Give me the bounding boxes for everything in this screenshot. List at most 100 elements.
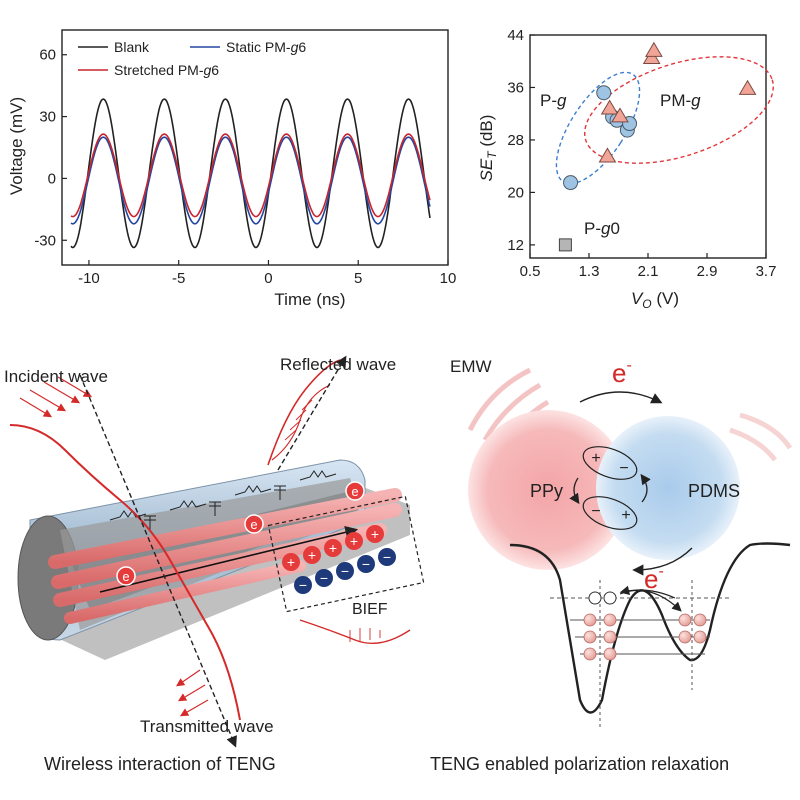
scatter-ylabel: SET (dB) — [477, 115, 499, 182]
dipole-bottom-plus: + — [621, 507, 630, 524]
point-triangle — [738, 79, 757, 95]
dipole-bottom: − + — [582, 496, 638, 530]
pmg-cluster-ellipse — [584, 56, 774, 164]
legend-label-blank: Blank — [114, 39, 150, 55]
potential-well-curve — [509, 542, 791, 714]
hopping-return-arrow — [619, 585, 676, 599]
legend-label-static: Static PM-g6 — [226, 39, 306, 55]
transmitted-wave-label: Transmitted wave — [140, 717, 274, 736]
annotation-pg0: P-g0 — [584, 219, 620, 238]
plus-bead: + — [329, 540, 337, 556]
y-tick-label: 30 — [39, 109, 56, 126]
x-tick-label: 0 — [264, 270, 272, 287]
annotation-pmg: PM-g — [660, 91, 701, 110]
incident-wave — [9, 374, 241, 748]
electron-top: e- — [612, 357, 632, 388]
emw-label: EMW — [450, 357, 492, 376]
minus-bead: − — [362, 556, 370, 572]
y-tick-label: 0 — [48, 170, 56, 187]
point-triangle — [645, 41, 663, 57]
y-tick-label: 20 — [507, 184, 524, 201]
ppy-sphere — [468, 410, 628, 570]
line-chart-xlabel: Time (ns) — [274, 290, 345, 309]
point-square — [558, 238, 572, 252]
x-tick-label: 3.7 — [756, 263, 777, 280]
series-line-static — [70, 136, 431, 225]
series-line-stretched — [70, 133, 431, 218]
x-tick-label: 10 — [440, 270, 457, 287]
point-circle — [596, 85, 612, 101]
point-circle — [563, 175, 579, 191]
x-tick-label: -10 — [78, 270, 100, 287]
electron-transfer-top-arrow — [579, 391, 663, 404]
scatter-frame — [529, 34, 767, 259]
y-tick-label: 44 — [507, 27, 524, 44]
scatter-points — [558, 41, 757, 252]
scatter-ellipses — [555, 56, 774, 185]
plus-bead: + — [308, 547, 316, 563]
ppy-label: PPy — [530, 481, 563, 501]
equivalent-circuit — [109, 470, 337, 530]
reflected-direction-arrow — [277, 355, 347, 471]
y-tick-label: 28 — [507, 132, 524, 149]
point-triangle — [611, 107, 629, 123]
electron-flow-arrow — [99, 526, 359, 593]
x-tick-label: 5 — [354, 270, 362, 287]
left-caption: Wireless interaction of TENG — [44, 754, 276, 774]
electron-label-1: e — [122, 569, 129, 584]
dipole-top-plus: + — [591, 450, 600, 467]
y-tick-label: 12 — [507, 237, 524, 254]
minus-bead: − — [320, 570, 328, 586]
dipole-top-minus: − — [619, 460, 628, 477]
y-tick-label: 60 — [39, 47, 56, 64]
electron-bottom: e- — [644, 563, 664, 594]
pdms-label: PDMS — [688, 481, 740, 501]
minus-bead: − — [341, 563, 349, 579]
y-tick-label: 36 — [507, 79, 524, 96]
wireless-interaction-diagram: e e e + + + + + − − − − − BIEF — [4, 355, 425, 774]
x-tick-label: 1.3 — [579, 263, 600, 280]
energy-level-beads — [583, 591, 707, 661]
line-chart-axes — [61, 29, 449, 266]
dipole-bottom-minus: − — [591, 503, 600, 520]
dipole-top: + − — [582, 446, 638, 480]
polarization-relaxation-diagram: EMW PPy PDMS + − − + e- e- — [430, 357, 793, 774]
dipole-rotation-arrows — [569, 473, 651, 505]
reflected-wave-label: Reflected wave — [280, 355, 396, 374]
line-chart-ticks: -10 -5 0 5 10 -30 0 30 60 — [34, 47, 456, 287]
point-triangle — [600, 99, 619, 115]
y-tick-label: -30 — [34, 232, 56, 249]
line-chart-frame — [61, 29, 449, 266]
x-tick-label: 2.1 — [638, 263, 659, 280]
x-tick-label: 0.5 — [520, 263, 541, 280]
minus-bead: − — [299, 577, 307, 593]
fiber-tube: e e e + + + + + − − − − − BIEF — [17, 459, 425, 660]
series-line-blank — [70, 98, 431, 249]
scatter-xlabel: VO (V) — [631, 289, 679, 311]
x-tick-label: -5 — [172, 270, 185, 287]
energy-levels — [550, 580, 730, 730]
reflected-wave — [267, 355, 347, 471]
right-caption: TENG enabled polarization relaxation — [430, 754, 729, 774]
electron-markers: e e e — [116, 481, 365, 586]
bief-charges: + + + + + − − − − − — [282, 525, 396, 594]
plus-bead: + — [371, 526, 379, 542]
electron-label-3: e — [351, 484, 358, 499]
transmitted-wave — [176, 619, 411, 717]
annotation-pg: P-g — [540, 91, 567, 110]
line-chart-ylabel: Voltage (mV) — [7, 97, 26, 195]
incident-direction-arrow — [79, 374, 237, 748]
minus-bead: − — [383, 549, 391, 565]
electron-label-2: e — [250, 517, 257, 532]
electron-transfer-bottom-arrow — [632, 547, 693, 576]
line-chart-series — [70, 98, 431, 249]
pg-cluster-ellipse — [555, 71, 641, 185]
bief-label: BIEF — [352, 601, 388, 618]
voltage-line-chart: -10 -5 0 5 10 -30 0 30 60 Blank Static PM-g6 Str… — [7, 29, 456, 309]
plus-bead: + — [287, 554, 295, 570]
legend-label-stretched: Stretched PM-g6 — [114, 62, 219, 78]
line-chart-legend: Blank Static PM-g6 Stretched PM-g6 — [78, 39, 306, 78]
point-triangle — [598, 147, 617, 163]
